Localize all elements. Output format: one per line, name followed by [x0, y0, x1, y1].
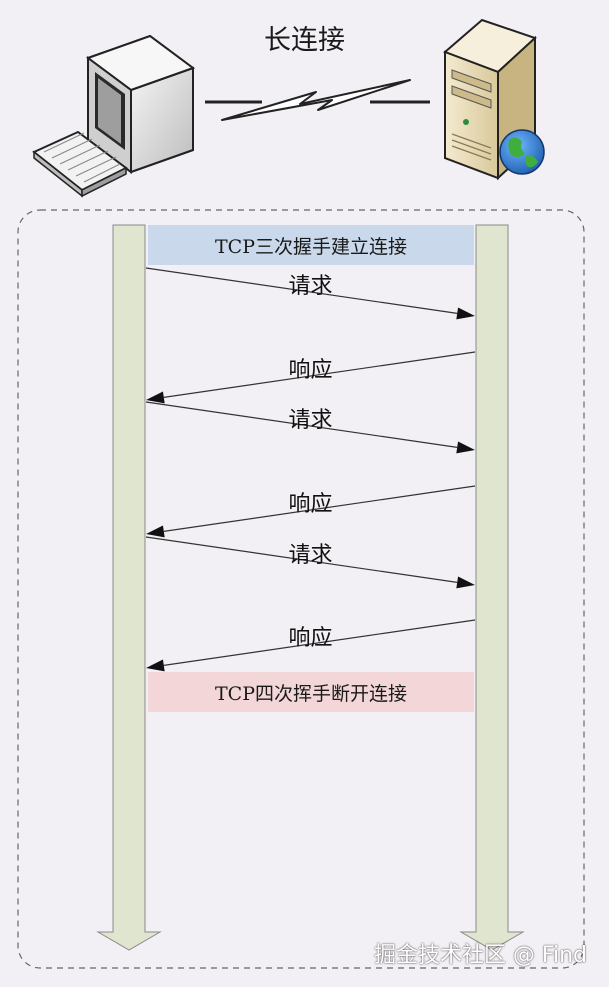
teardown-band: TCP四次挥手断开连接: [148, 672, 474, 712]
response-arrow: [146, 485, 476, 538]
arrowhead: [456, 576, 475, 589]
request-arrow: [145, 536, 475, 589]
response-label: 响应: [288, 626, 333, 651]
response-arrow: [146, 351, 476, 404]
lightning-link-icon: [205, 79, 430, 121]
arrowhead: [146, 525, 165, 538]
arrow-line: [145, 401, 458, 448]
arrowhead: [146, 391, 165, 404]
client-lifeline: [96, 224, 162, 951]
desktop-computer-icon: [32, 34, 196, 198]
arrow-line: [163, 485, 476, 532]
watermark-text: 掘金技术社区 @ Find: [373, 943, 587, 968]
request-label: 请求: [288, 408, 333, 433]
page-title: 长连接: [264, 25, 345, 56]
response-label: 响应: [288, 358, 333, 383]
request-label: 请求: [288, 543, 333, 568]
arrowhead: [456, 307, 475, 320]
request-arrow: [145, 267, 475, 320]
arrow-line: [163, 351, 476, 398]
handshake-band: TCP三次握手建立连接: [148, 225, 474, 265]
arrowhead: [146, 659, 165, 672]
arrow-line: [163, 619, 476, 666]
server-lifeline: [459, 224, 525, 951]
arrow-line: [145, 267, 458, 314]
response-label: 响应: [288, 492, 333, 517]
response-arrow: [146, 619, 476, 672]
request-arrow: [145, 401, 475, 454]
request-label: 请求: [288, 274, 333, 299]
server-globe-icon: [443, 18, 545, 181]
arrowhead: [456, 441, 475, 454]
dashed-container: [17, 209, 585, 969]
arrow-line: [145, 536, 458, 583]
